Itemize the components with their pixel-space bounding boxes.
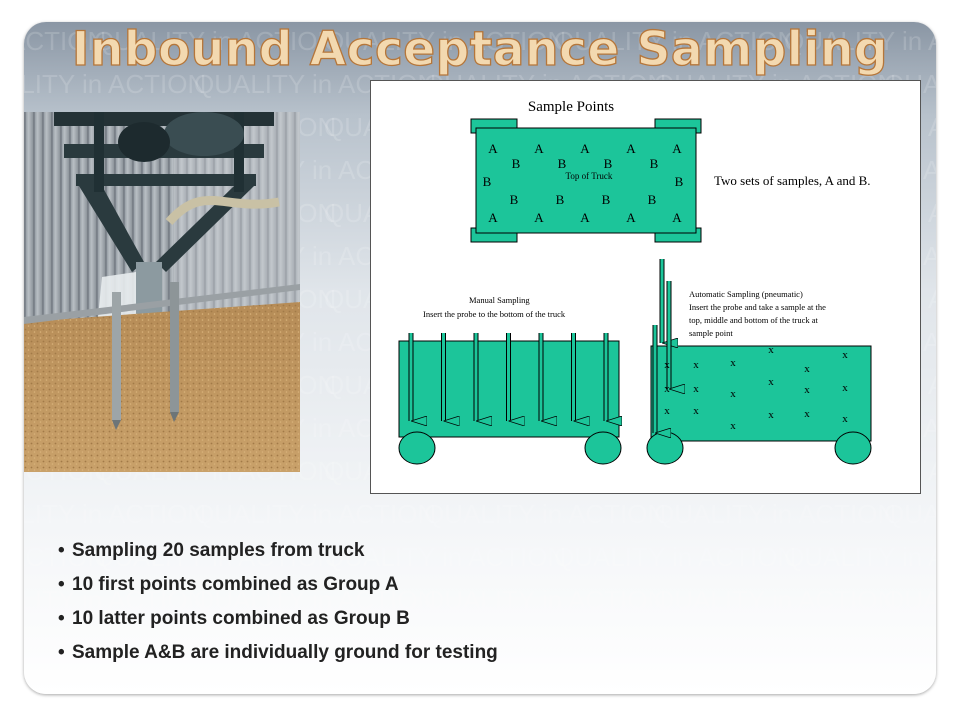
watermark-text: QUALITY in ACTION	[884, 499, 936, 529]
sample-mark: x	[693, 405, 699, 417]
watermark-text: QUALITY in ACTION	[424, 499, 666, 529]
watermark-text: QUALITY in ACTION	[884, 671, 936, 694]
sample-point-letter: B	[602, 192, 611, 207]
watermark-text: QUALITY in ACTION	[194, 585, 436, 615]
sample-mark: x	[768, 409, 774, 421]
auto-sampling-line3: sample point	[689, 328, 733, 338]
watermark-text: QUALITY in ACTION	[324, 628, 566, 658]
sample-mark: x	[693, 359, 699, 371]
sample-point-letter: B	[648, 192, 657, 207]
watermark-text: QUALITY in ACTION	[194, 671, 436, 694]
watermark-text: QUALITY in ACTION	[324, 542, 566, 572]
sample-mark: x	[730, 357, 736, 369]
watermark-text: QUALITY in ACTION	[654, 499, 896, 529]
sample-mark: x	[804, 363, 810, 375]
slide-title: Inbound Acceptance Sampling	[71, 22, 889, 77]
sample-point-letter: B	[483, 174, 492, 189]
watermark-text: QUALITY in ACTION	[24, 26, 106, 56]
sample-point-letter: B	[510, 192, 519, 207]
watermark-text: QUALITY in ACTION	[884, 585, 936, 615]
watermark-text: QUALITY in ACTION	[24, 69, 206, 99]
sample-point-letter: B	[604, 156, 613, 171]
sample-mark: x	[664, 405, 670, 417]
automatic-truck	[646, 345, 872, 465]
sample-mark: x	[804, 408, 810, 420]
auto-sampling-line2: top, middle and bottom of the truck at	[689, 315, 819, 325]
two-sets-caption: Two sets of samples, A and B.	[714, 173, 871, 188]
sample-point-letter: A	[534, 141, 544, 156]
grain-probe-photo	[24, 112, 300, 472]
watermark-text: QUALITY in ACTION	[24, 671, 206, 694]
bullet-item: •Sample A&B are individually ground for …	[58, 642, 498, 663]
bullet-item: •10 latter points combined as Group B	[58, 608, 410, 629]
sample-point-letter: A	[626, 210, 636, 225]
sample-points-title: Sample Points	[528, 99, 614, 115]
auto-sampling-title: Automatic Sampling (pneumatic)	[689, 289, 803, 299]
watermark-text: QUALITY in ACTION	[654, 585, 896, 615]
sample-point-letter: A	[580, 141, 590, 156]
watermark-text: QUALITY in ACTION	[24, 542, 106, 572]
auto-sampling-line1: Insert the probe and take a sample at th…	[689, 302, 826, 312]
sample-mark: x	[730, 388, 736, 400]
watermark-text: QUALITY in ACTION	[24, 628, 106, 658]
bullet-item: •10 first points combined as Group A	[58, 574, 399, 595]
watermark-text: QUALITY in ACTION	[94, 542, 336, 572]
sample-point-letter: A	[488, 141, 498, 156]
watermark-text: QUALITY in ACTION	[324, 26, 566, 56]
watermark-text: QUALITY in ACTION	[194, 499, 436, 529]
sample-mark: x	[804, 384, 810, 396]
sample-mark: x	[842, 349, 848, 361]
sample-point-letter: A	[626, 141, 636, 156]
sample-point-letter: A	[488, 210, 498, 225]
sample-point-letter: B	[512, 156, 521, 171]
sample-point-letter: A	[534, 210, 544, 225]
sample-mark: x	[842, 413, 848, 425]
watermark-text: QUALITY in ACTION	[24, 499, 206, 529]
manual-sampling-instruction: Insert the probe to the bottom of the tr…	[423, 309, 566, 319]
watermark-text: QUALITY in ACTION	[554, 542, 796, 572]
sample-point-letter: A	[672, 210, 682, 225]
watermark-text: QUALITY in ACTION	[424, 585, 666, 615]
sample-mark: x	[842, 382, 848, 394]
manual-probe-arrows	[408, 333, 606, 421]
truck-top-view	[470, 118, 702, 243]
sample-point-letter: B	[650, 156, 659, 171]
sample-mark: x	[768, 344, 774, 356]
bullet-item: •Sampling 20 samples from truck	[58, 540, 365, 561]
watermark-text: QUALITY in ACTION	[24, 585, 206, 615]
sample-mark: x	[768, 376, 774, 388]
sample-mark: x	[664, 383, 670, 395]
bullet-list: •Sampling 20 samples from truck •10 firs…	[58, 536, 858, 672]
sample-mark: x	[693, 383, 699, 395]
sample-point-letter: B	[556, 192, 565, 207]
watermark-text: QUALITY in ACTION	[94, 26, 336, 56]
sample-mark: x	[730, 420, 736, 432]
watermark-text: QUALITY in ACTION	[554, 26, 796, 56]
sample-point-letter: B	[675, 174, 684, 189]
watermark-text: QUALITY in ACTION	[424, 671, 666, 694]
sample-point-letter: A	[672, 141, 682, 156]
watermark-text: QUALITY in ACTION	[94, 628, 336, 658]
watermark-text: QUALITY in ACTION	[654, 671, 896, 694]
watermark-text: QUALITY in ACTION	[554, 628, 796, 658]
automatic-probe-arrows	[652, 259, 669, 433]
sample-point-letter: B	[558, 156, 567, 171]
watermark-text: QUALITY in ACTION	[784, 542, 936, 572]
sample-point-letter: A	[580, 210, 590, 225]
manual-sampling-title: Manual Sampling	[469, 295, 530, 305]
watermark-text: QUALITY in ACTION	[784, 628, 936, 658]
top-of-truck-label: Top of Truck	[566, 171, 613, 181]
sample-mark: x	[664, 359, 670, 371]
watermark-text: QUALITY in ACTION	[784, 26, 936, 56]
